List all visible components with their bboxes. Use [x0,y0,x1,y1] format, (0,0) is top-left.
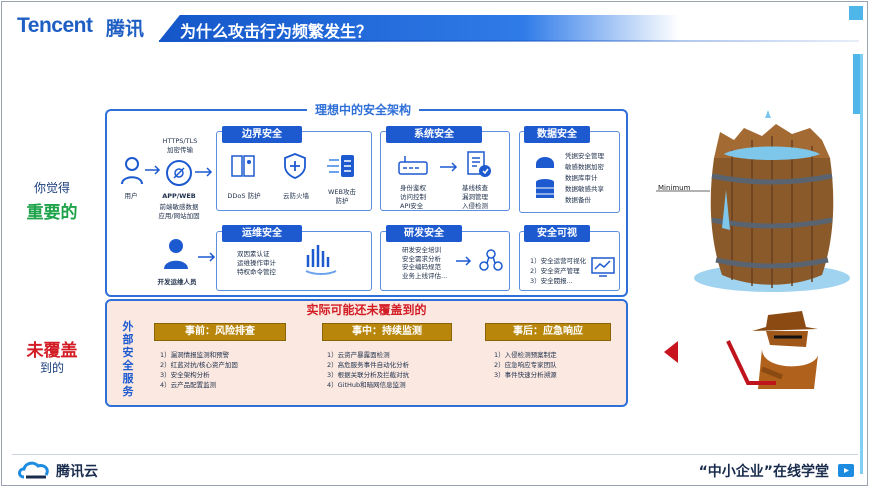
of-label: 到的 [39,361,64,375]
hacker-icon [722,297,826,393]
ops-security-head: 运维安全 [222,225,302,242]
visible-item-2: 2）安全资产管理 [530,267,580,275]
firewall-label: 云防火墙 [283,192,309,200]
title-underline [159,40,859,42]
data-item-1: 凭据安全管理 [565,152,604,160]
system-security-panel [380,131,510,211]
corner-decoration-icon [849,6,863,20]
ops-user-label: 开发运维人员 [157,278,197,286]
tencent-logo-en: Tencent [17,14,93,37]
data-item-4: 数据敏感共享 [565,185,604,193]
system-security-head: 系统安全 [386,126,482,143]
tencent-cloud-logo-icon [18,461,49,479]
firewall-shield-icon [284,153,306,179]
before-list: 1）漏洞情报监测和预警 2）红蓝对抗/核心资产加固 3）安全架构分析 4）云产品… [160,350,238,390]
before-item: 3）安全架构分析 [160,371,210,379]
during-item: 1）云资产暴露面检测 [327,351,390,359]
after-item: 1）入侵检测预案制定 [494,351,557,359]
monitor-icon [591,257,615,277]
footer-divider [12,454,858,455]
arrow-right-icon [440,162,458,172]
user-label: 用户 [124,192,138,200]
arrow-right-icon [456,256,472,266]
during-list: 1）云资产暴露面检测 2）高危服务事件自动化分析 3）根据关联分析及拦截对抗 4… [327,350,409,390]
external-title: 实际可能还未覆盖到的 [306,303,427,317]
ddos-label: DDoS 防护 [227,192,261,200]
side-accent-bar [853,54,863,474]
tencent-logo-cn: 腾讯 [106,18,145,40]
data-item-3: 数据库审计 [565,174,598,182]
after-list: 1）入侵检测预案制定 2）应急响应专家团队 3）事件快速分析溯源 [494,350,557,380]
audit-chart-icon [305,245,337,275]
arrow-right-icon [198,252,216,262]
border-security-head: 边界安全 [222,126,302,143]
scan-document-icon [467,151,491,177]
system-left-label: 身份鉴权 访问控制 API安全 [400,184,426,210]
during-item: 4）GitHub和暗网信息监测 [327,381,406,389]
after-item: 2）应急响应专家团队 [494,361,557,369]
uncovered-label: 未覆盖 [26,341,78,361]
data-security-head: 数据安全 [524,126,590,143]
user-icon [121,157,143,185]
app-web-label: APP/WEB [162,192,196,200]
ddos-server-icon [231,155,255,177]
router-icon [398,156,428,175]
ops-security-text: 双因素认证 运维操作审计 特权命令管控 [237,250,276,276]
during-item: 3）根据关联分析及拦截对抗 [327,371,410,379]
architecture-title: 理想中的安全架构 [307,101,420,118]
before-item: 4）云产品配置监测 [160,381,217,389]
think-label: 你觉得 [33,181,70,195]
barrel-illustration [656,110,850,292]
before-head: 事前：风险排查 [154,323,286,341]
data-security-list: 凭据安全管理 敏感数据加密 数据库审计 数据敏感共享 数据备份 [565,151,604,206]
web-protection-label: WEB攻击 防护 [328,188,356,205]
important-label: 重要的 [26,203,78,223]
dev-security-head: 研发安全 [386,225,462,242]
during-item: 2）高危服务事件自动化分析 [327,361,410,369]
during-head: 事中：持续监测 [322,323,452,341]
data-item-5: 数据备份 [565,196,591,204]
external-services-frame [105,299,628,407]
ops-user-icon [164,239,188,269]
minimum-label: Minimum [658,184,691,192]
title-bar [159,15,679,41]
visible-security-list: 1）安全运营可视化 2）安全资产管理 3）安全閥报... [530,256,586,286]
before-item: 1）漏洞情报监测和预警 [160,351,230,359]
before-item: 2）红蓝对抗/核心资产加固 [160,361,238,369]
after-head: 事后：应急响应 [485,323,611,341]
app-web-icon [166,160,192,186]
slide-title: 为什么攻击行为频繁发生？ [180,22,373,41]
visible-item-1: 1）安全运营可视化 [530,257,587,265]
frontend-label: 前端敏感数据 应用/网站加固 [158,203,200,220]
dev-security-text: 研发安全培训 安全需求分析 安全编码规范 业务上线评估... [402,246,448,280]
footer-brand: 腾讯云 [56,464,98,480]
arrow-left-icon [664,341,678,363]
network-nodes-icon [479,249,503,271]
after-item: 3）事件快速分析溯源 [494,371,557,379]
system-right-label: 基线核查 漏洞管理 入侵检测 [462,184,488,210]
database-icon [536,157,554,198]
visible-item-3: 3）安全閥报... [530,277,573,285]
footer-slogan: “中小企业”在线学堂 [698,464,829,480]
arrow-right-icon [195,167,213,177]
external-vertical-label: 外部安全服务 [122,320,134,398]
video-course-icon [838,464,854,477]
transport-label: HTTPS/TLS 加密传输 [162,137,198,154]
arrow-right-icon [145,165,161,175]
data-item-2: 敏感数据加密 [565,163,604,171]
visible-security-head: 安全可视 [524,225,590,242]
web-protection-icon [327,155,354,177]
